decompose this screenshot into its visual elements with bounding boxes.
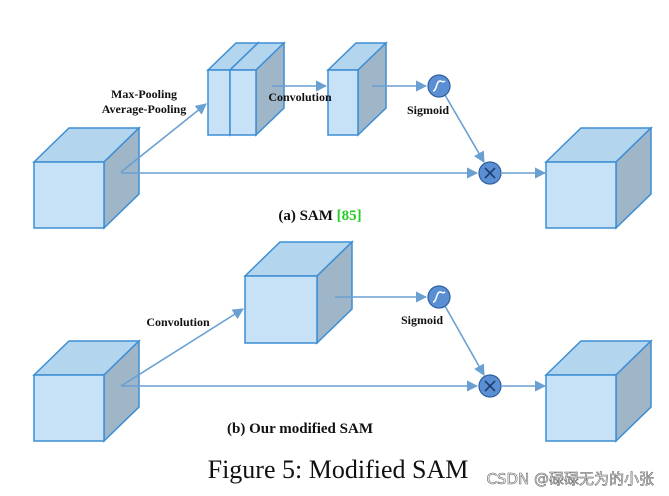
- output-feature-cube-b: [544, 339, 653, 443]
- pooled-map-avg: [228, 41, 286, 137]
- caption-b: (b) Our modified SAM: [227, 421, 373, 437]
- output-feature-cube-a: [544, 126, 653, 230]
- conv-map-a: [326, 41, 388, 137]
- label-average-pooling: Average-Pooling: [102, 102, 186, 116]
- label-sigmoid-a: Sigmoid: [407, 103, 449, 117]
- panel-b: Convolution Sigmoid (b) Our modified SAM: [32, 240, 653, 443]
- multiply-icon-a: [478, 161, 502, 185]
- input-feature-cube-a: [32, 126, 141, 230]
- conv-feature-cube-b: [243, 240, 354, 345]
- caption-a-ref: [85]: [337, 208, 362, 224]
- caption-a-text: (a) SAM: [278, 208, 336, 224]
- arrow-input-to-conv-b: [120, 308, 244, 387]
- arrow-sigmoid-to-multiply-b: [444, 305, 485, 376]
- caption-a: (a) SAM [85]: [278, 208, 361, 224]
- label-convolution-b: Convolution: [146, 315, 210, 329]
- watermark: CSDN @碌碌无为的小张: [486, 470, 654, 488]
- arrows-b: [120, 291, 547, 392]
- arrow-input-to-pool: [120, 103, 207, 173]
- figure-caption: Figure 5: Modified SAM: [208, 455, 469, 484]
- panel-a: Max-Pooling Average-Pooling Convolution …: [32, 41, 653, 230]
- sigmoid-icon-a: [427, 74, 451, 98]
- input-feature-cube-b: [32, 339, 141, 443]
- label-sigmoid-b: Sigmoid: [401, 313, 443, 327]
- label-convolution-a: Convolution: [268, 90, 332, 104]
- arrow-sigmoid-to-multiply: [444, 94, 485, 163]
- sigmoid-icon-b: [427, 285, 451, 309]
- arrows-a: [120, 80, 547, 179]
- label-max-pooling: Max-Pooling: [111, 87, 177, 101]
- multiply-icon-b: [478, 374, 502, 398]
